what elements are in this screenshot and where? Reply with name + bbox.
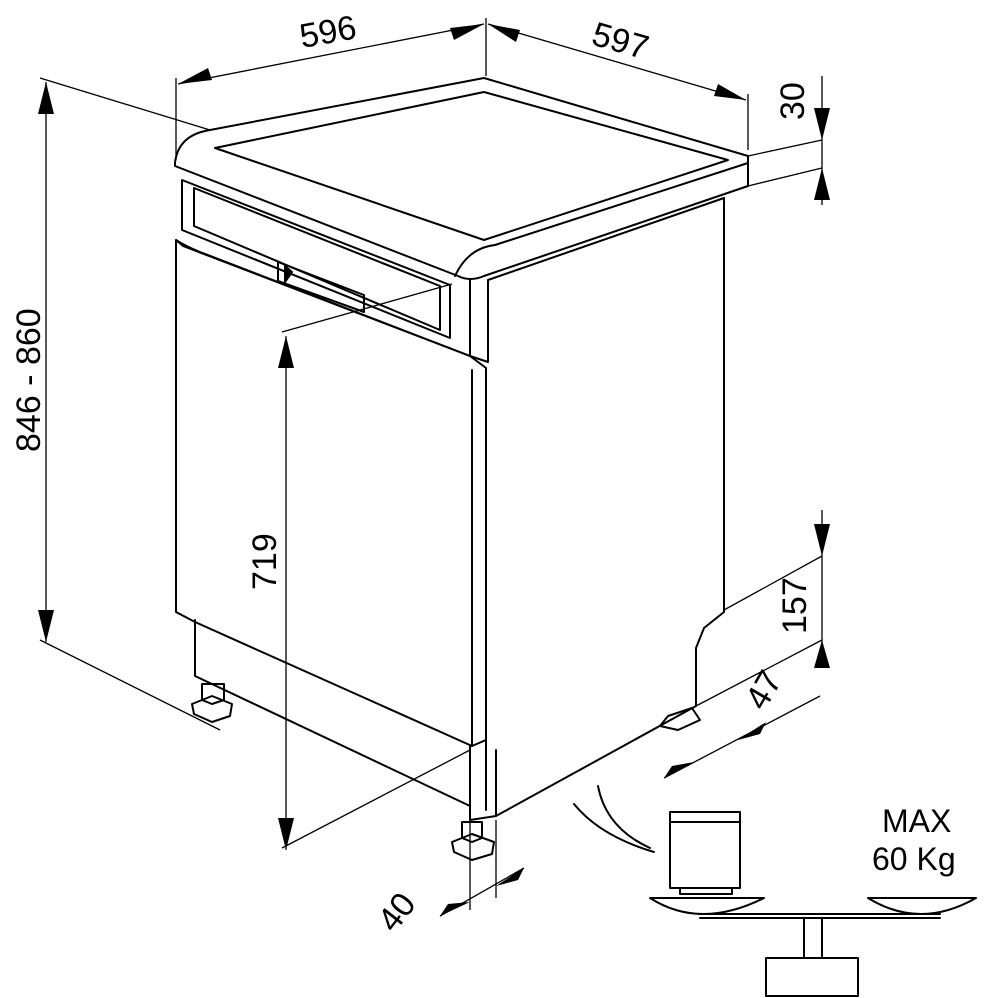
foot-front-right <box>451 821 495 861</box>
dimension-worktop-label: 30 <box>774 82 812 120</box>
dishwasher-outline <box>174 77 749 861</box>
dimension-width-label: 596 <box>297 9 359 56</box>
max-load-scale-icon <box>573 785 977 997</box>
worktop-inset <box>214 91 729 241</box>
side-panel <box>485 197 725 817</box>
worktop <box>174 77 749 280</box>
dimension-foot-label: 40 <box>370 886 423 939</box>
dimension-lines <box>38 18 830 917</box>
foot-front-left <box>191 683 233 723</box>
dimension-door-label: 719 <box>246 533 284 590</box>
dimension-height-label: 846 - 860 <box>10 308 48 452</box>
dimension-plinth-label: 157 <box>776 577 814 634</box>
door-handle <box>277 261 365 313</box>
max-load-label-line1: MAX <box>882 803 951 839</box>
foot-rear-right <box>659 707 701 731</box>
dimension-depth-label: 597 <box>588 15 653 67</box>
control-panel <box>181 179 451 339</box>
max-load-label-line2: 60 Kg <box>872 841 956 877</box>
dimension-recess-label: 47 <box>738 664 790 716</box>
plinth <box>194 619 497 821</box>
